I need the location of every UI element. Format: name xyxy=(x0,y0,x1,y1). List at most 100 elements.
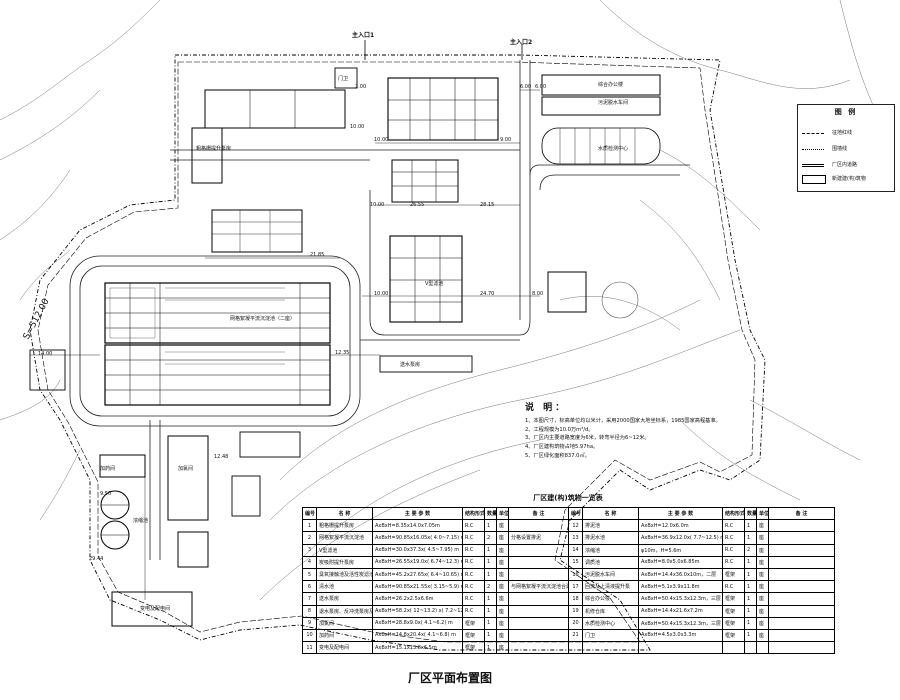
building-symbol-icon xyxy=(802,175,826,184)
table-cell-qty: 1 xyxy=(484,604,497,618)
table-cell-note xyxy=(508,616,569,630)
col-header: 编号 xyxy=(302,506,317,521)
table-cell-qty: 1 xyxy=(484,519,497,533)
dim-text: 6.00 xyxy=(520,84,531,90)
table-cell-param: AxBxH=4.5x3.0x3.3m xyxy=(638,628,723,643)
table-cell-unit: 座 xyxy=(756,567,769,582)
table-cell-note xyxy=(768,519,835,533)
table-cell-struct: 框架 xyxy=(722,616,745,630)
table-cell-no: 18 xyxy=(568,592,583,606)
table-cell-qty: 1 xyxy=(744,628,757,643)
table-cell-unit: 座 xyxy=(756,592,769,606)
table-cell-struct: R.C xyxy=(462,580,485,594)
table-cell-note xyxy=(508,567,569,582)
table-header-row: 编号 名 称 主 要 参 数 结构形式 数量 单位 备 注 编号 名 称 主 要… xyxy=(302,506,835,521)
building-label: 网格絮凝平流沉淀池（二座） xyxy=(230,315,295,322)
table-cell-name: 臭氧接触池及活性炭滤池 xyxy=(316,567,373,582)
table-cell-unit: 座 xyxy=(756,616,769,630)
table-cell-no: 20 xyxy=(568,616,583,630)
legend-item: 新建建(构)筑物 xyxy=(802,175,892,185)
buildings-table: 编号 名 称 主 要 参 数 结构形式 数量 单位 备 注 编号 名 称 主 要… xyxy=(302,506,835,655)
table-cell-qty: 2 xyxy=(744,543,757,557)
table-cell-qty xyxy=(744,641,757,655)
table-cell-note xyxy=(768,543,835,557)
table-cell-struct: R.C xyxy=(722,519,745,533)
table-cell-struct: 框架 xyxy=(462,628,485,643)
table-cell-no: 3 xyxy=(302,543,317,557)
legend-title: 图 例 xyxy=(834,108,858,116)
table-cell-param: AxBxH=28.8x9.0x( 4.1~6.2) m xyxy=(372,616,463,630)
gate-label-2: 主入口2 xyxy=(510,39,533,46)
table-cell-name: 变电及配电间 xyxy=(316,641,373,655)
dim-text: 2.00 xyxy=(355,84,366,90)
table-cell-qty: 1 xyxy=(484,543,497,557)
dim-text: 10.00 xyxy=(370,202,384,208)
table-cell-unit: 座 xyxy=(496,616,509,630)
table-cell-struct: 框架 xyxy=(722,592,745,606)
table-cell-no: 13 xyxy=(568,531,583,545)
dim-text: 6.00 xyxy=(535,84,546,90)
road-symbol-icon xyxy=(802,164,824,167)
table-cell-struct: R.C xyxy=(722,555,745,569)
col-header: 名 称 xyxy=(582,506,639,521)
table-cell-name: 回流及上清液提升泵 xyxy=(582,580,639,594)
table-cell-name: 粗格栅提升泵房 xyxy=(316,519,373,533)
table-cell-param: AxBxH=90.85x21.55x( 3.15~5.9) m xyxy=(372,580,463,594)
table-cell-name: 综合办公楼 xyxy=(582,592,639,606)
table-cell-struct: R.C xyxy=(722,580,745,594)
note-item: 2、工程规模为10.0万m³/d。 xyxy=(525,426,594,433)
dim-text: 14.00 xyxy=(38,351,52,357)
dim-text: 10.00 xyxy=(374,137,388,143)
table-cell-note xyxy=(768,616,835,630)
table-cell-qty: 1 xyxy=(484,592,497,606)
building-label: 综合办公楼 xyxy=(598,81,623,88)
dim-text: 26.55 xyxy=(410,202,424,208)
legend-item-label: 厂区内道路 xyxy=(832,162,858,168)
table-cell-no: 2 xyxy=(302,531,317,545)
boundary-symbol-icon xyxy=(802,133,824,134)
building-label: 门卫 xyxy=(338,75,348,82)
table-cell-name: 加氯间 xyxy=(316,616,373,630)
table-cell-note xyxy=(508,519,569,533)
gate-label-1: 主入口1 xyxy=(352,32,375,39)
terrain-contours xyxy=(0,0,881,601)
table-cell-note xyxy=(768,592,835,606)
table-cell-unit: 座 xyxy=(496,604,509,618)
table-cell-param: AxBxH=12.0x6.0m xyxy=(638,519,723,533)
col-header: 名 称 xyxy=(316,506,373,521)
note-item: 3、厂区内主要道路宽度为6米，转弯半径为6~12米。 xyxy=(525,435,650,442)
table-cell-struct: R.C xyxy=(462,531,485,545)
building-label: 粗格栅提升泵房 xyxy=(196,145,231,152)
table-cell-no: 21 xyxy=(568,628,583,643)
table-cell-struct: 框架 xyxy=(722,567,745,582)
legend-item: 厂区内道路 xyxy=(802,161,892,171)
col-header: 数量 xyxy=(744,506,757,521)
table-cell-unit: 座 xyxy=(756,628,769,643)
table-cell-no: 1 xyxy=(302,519,317,533)
table-cell-name: 水质检测中心 xyxy=(582,616,639,630)
table-cell-name: 排泥水池 xyxy=(582,531,639,545)
dimension-lines xyxy=(30,89,540,600)
table-cell-no: 19 xyxy=(568,604,583,618)
col-header: 结构形式 xyxy=(462,506,485,521)
table-cell-name xyxy=(582,641,639,655)
table-cell-qty: 1 xyxy=(744,531,757,545)
table-cell-name: 浓缩池 xyxy=(582,543,639,557)
table-cell-qty: 2 xyxy=(484,580,497,594)
legend: 图 例 征地红线 围墙线 厂区内道路 新建建(构)筑物 xyxy=(797,104,895,192)
table-cell-unit: 座 xyxy=(496,580,509,594)
table-cell-struct: R.C xyxy=(462,604,485,618)
table-cell-param xyxy=(638,641,723,655)
building-label: 送水泵房 xyxy=(400,361,420,368)
upper-left-buildings xyxy=(191,67,358,253)
table-cell-qty: 1 xyxy=(484,567,497,582)
wall-symbol-icon xyxy=(802,149,824,150)
table-cell-name: 网格絮凝平流沉淀池 xyxy=(316,531,373,545)
table-cell-struct: 框架 xyxy=(462,641,485,655)
dim-text: 24.70 xyxy=(480,291,494,297)
